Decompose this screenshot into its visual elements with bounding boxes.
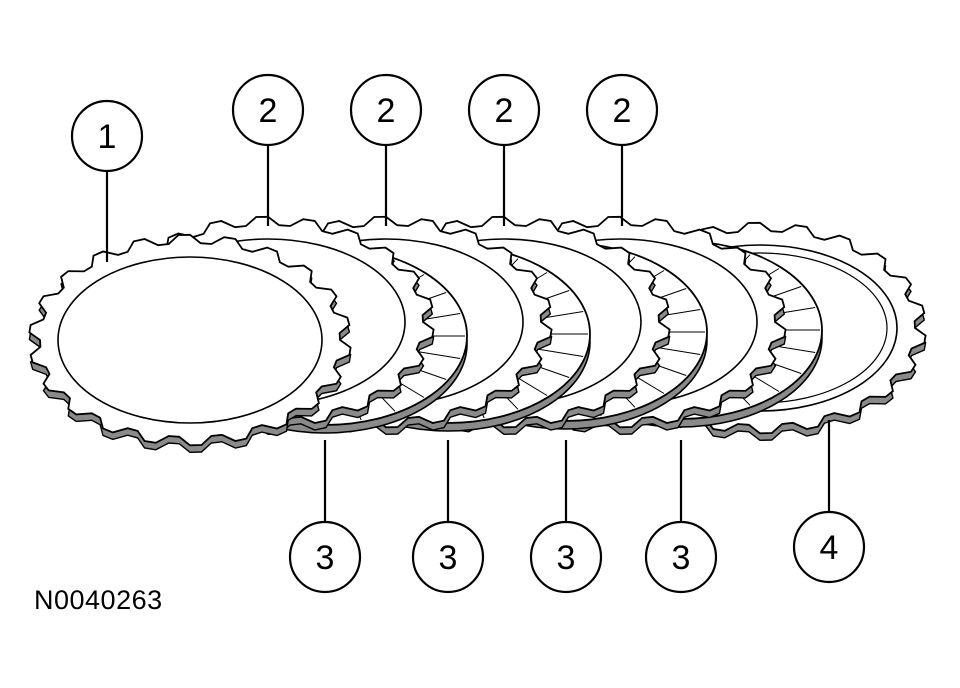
callout-3a: 3: [288, 520, 362, 594]
callout-3b: 3: [411, 520, 485, 594]
callout-4-label: 4: [820, 529, 839, 567]
callout-2d: 2: [585, 73, 659, 147]
callout-1-label: 1: [98, 118, 117, 156]
callout-2b: 2: [349, 73, 423, 147]
callout-2c: 2: [467, 73, 541, 147]
callout-3c-label: 3: [557, 539, 576, 577]
inner-opening: [57, 256, 323, 424]
lining-segment: [536, 348, 584, 357]
callout-1: 1: [70, 99, 144, 173]
callout-group: 1 2 2 2 2 3 3: [70, 73, 866, 594]
plate-stack: [28, 215, 927, 454]
callout-2b-label: 2: [377, 92, 396, 130]
callout-2c-label: 2: [495, 92, 514, 130]
callout-2a-label: 2: [259, 92, 278, 130]
callout-3a-label: 3: [316, 539, 335, 577]
callout-3b-label: 3: [439, 539, 458, 577]
leader-lines: [105, 145, 831, 522]
callout-3d-label: 3: [672, 539, 691, 577]
callout-2d-label: 2: [613, 92, 632, 130]
plate-1: [28, 233, 352, 454]
callout-3c: 3: [529, 520, 603, 594]
callout-3d: 3: [644, 520, 718, 594]
figure-id-label: N0040263: [34, 585, 163, 615]
lining-segment: [653, 346, 701, 355]
callout-2a: 2: [231, 73, 305, 147]
callout-4: 4: [792, 510, 866, 584]
lining-segment: [413, 350, 461, 359]
